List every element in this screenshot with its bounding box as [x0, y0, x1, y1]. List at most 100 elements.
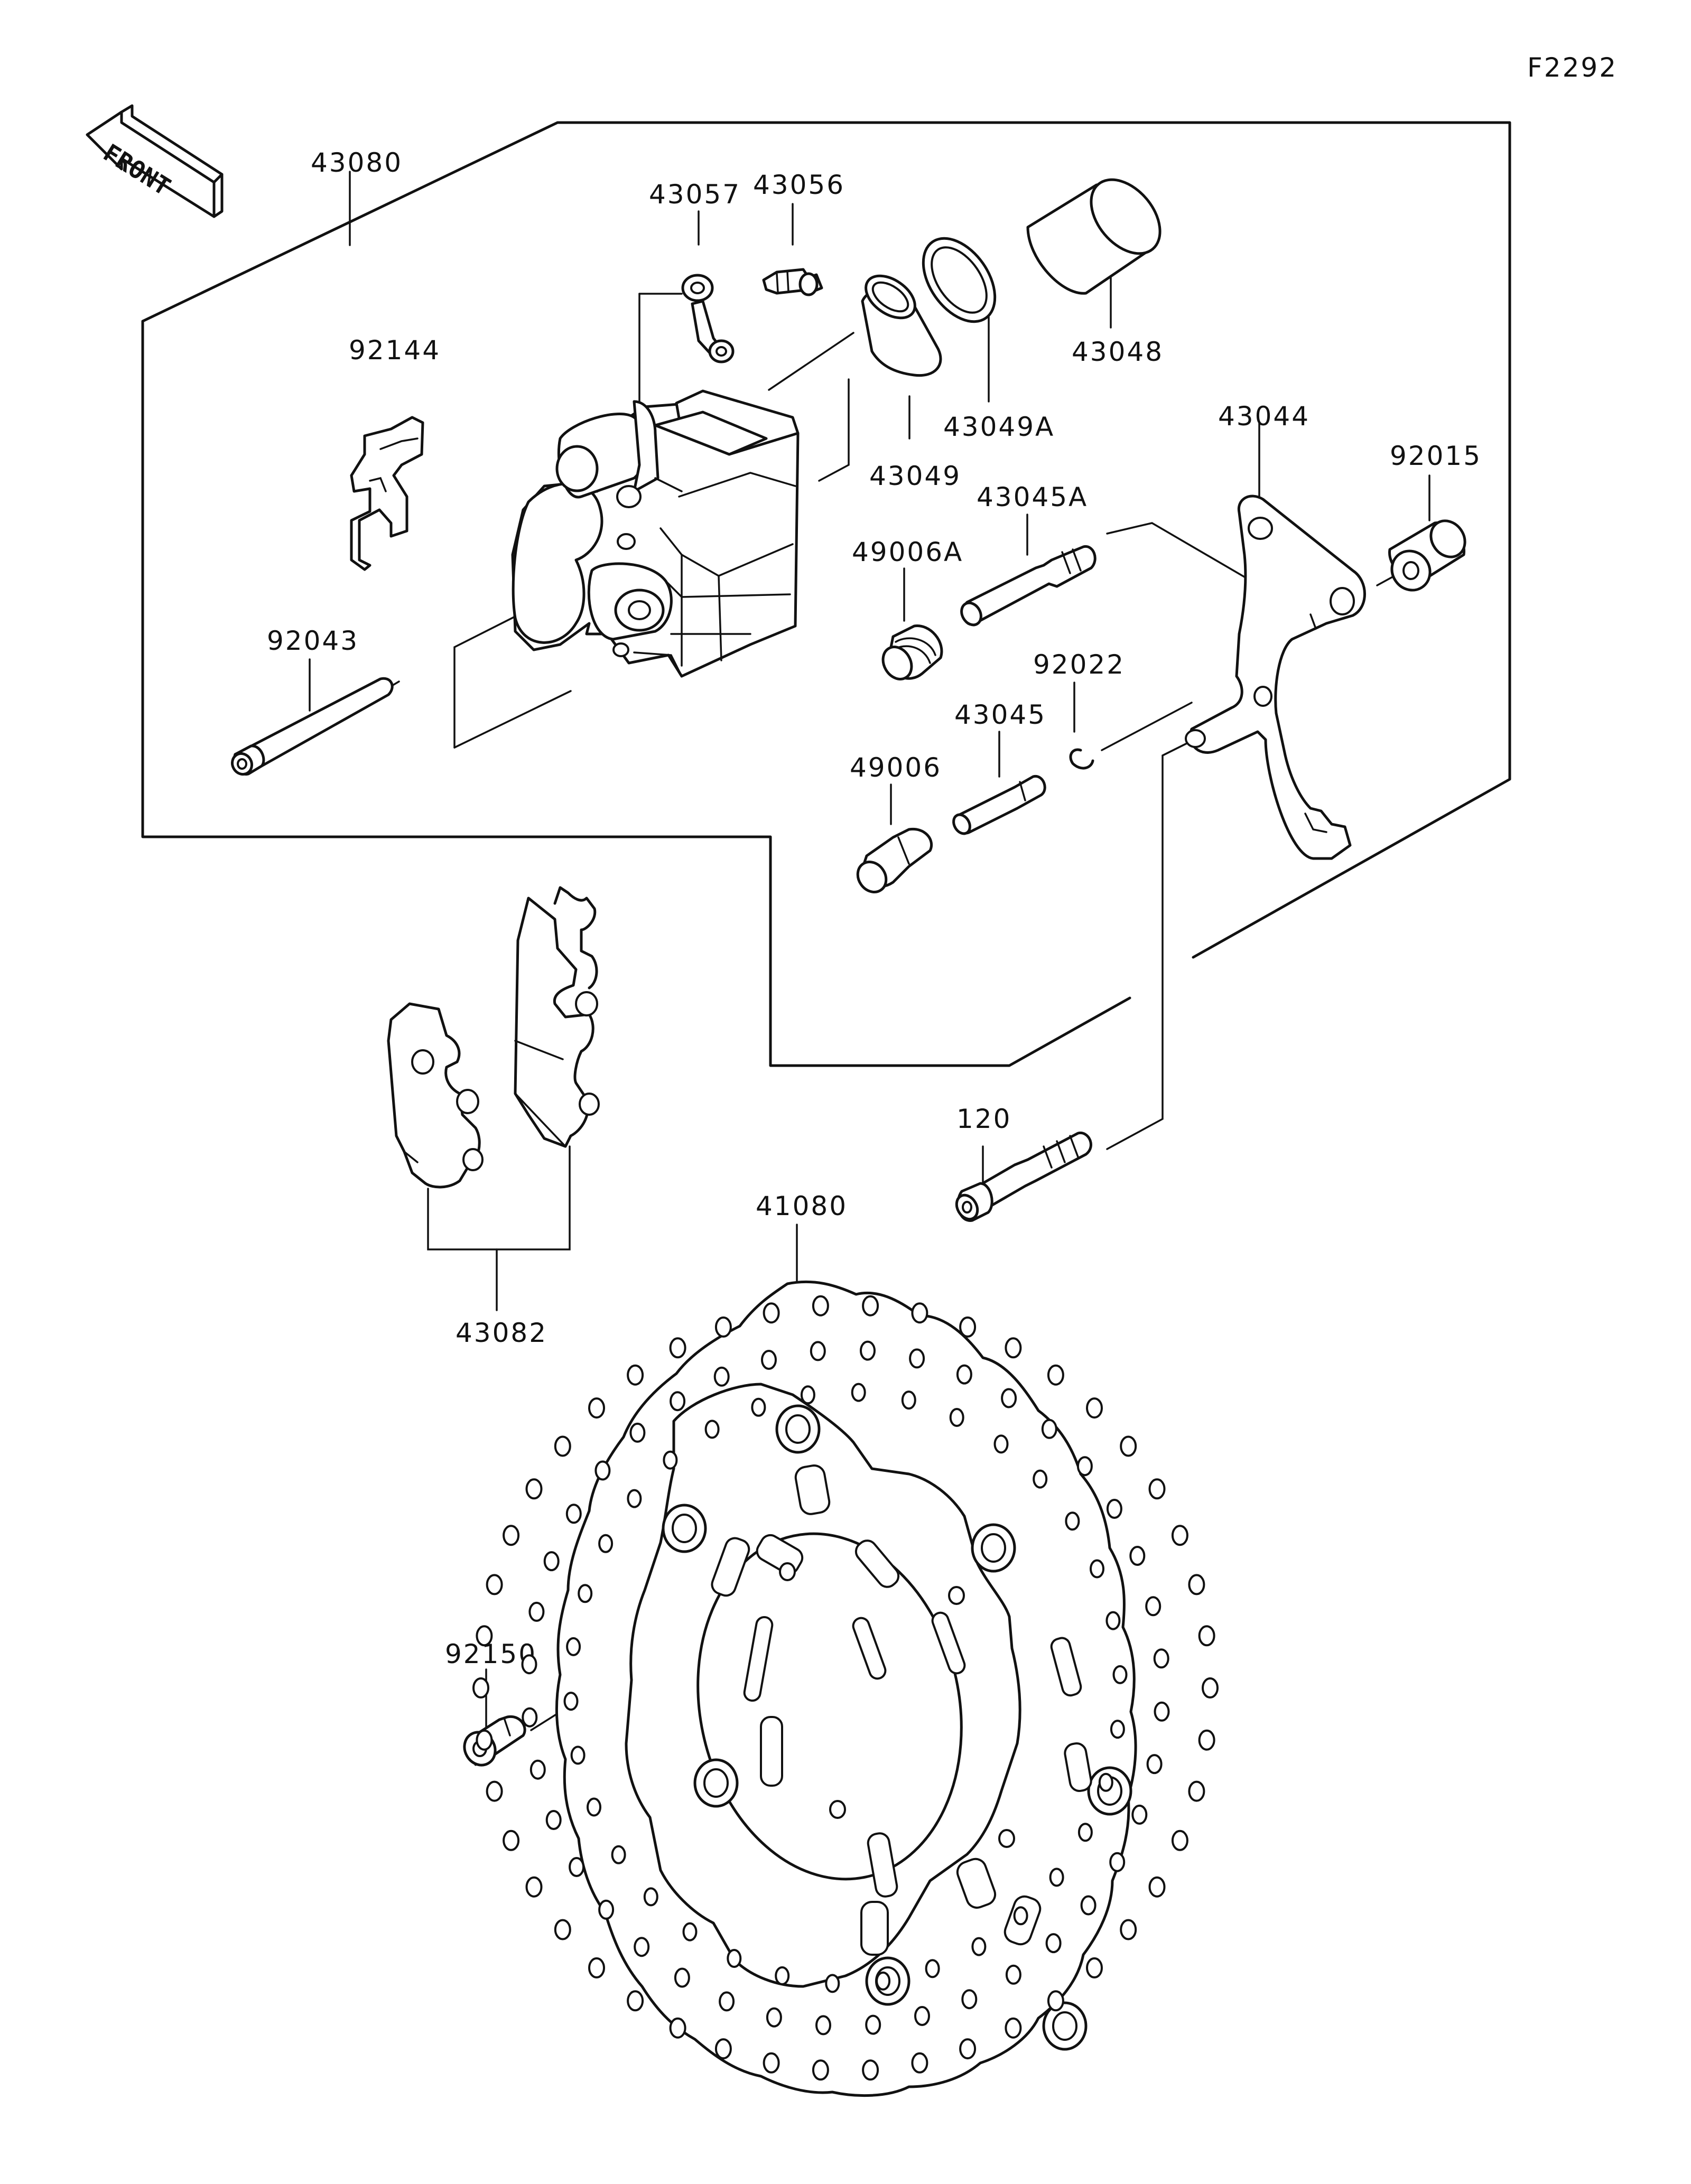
circlip-part [1069, 748, 1094, 770]
label-43045A: 43045A [977, 482, 1088, 512]
disc-bolt-part [463, 1715, 526, 1767]
vent-hole [761, 1350, 777, 1370]
vent-hole [714, 2038, 732, 2060]
vent-hole [719, 1991, 735, 2012]
vent-hole [1109, 1852, 1126, 1872]
brake-disc-part [472, 1280, 1219, 2097]
vent-hole [1188, 1780, 1205, 1802]
vent-hole [961, 1989, 978, 2010]
vent-hole [1198, 1729, 1215, 1751]
vent-hole [800, 1385, 815, 1405]
vent-hole [1047, 1364, 1064, 1386]
vent-hole [503, 1830, 520, 1851]
vent-hole [751, 1397, 766, 1417]
vent-hole [993, 1434, 1009, 1454]
vent-hole [911, 2052, 928, 2074]
vent-hole [1171, 1525, 1188, 1546]
vent-hole [570, 1746, 586, 1765]
label-92015: 92015 [1390, 441, 1482, 471]
vent-hole [598, 1534, 614, 1553]
vent-hole [543, 1551, 560, 1572]
vent-hole [1198, 1625, 1215, 1647]
vent-hole [1112, 1665, 1128, 1684]
vent-hole [522, 1707, 538, 1728]
assembly-outline [141, 121, 1511, 959]
vent-hole [1076, 1456, 1093, 1477]
vent-hole [682, 1922, 698, 1942]
piston-part [1026, 178, 1162, 295]
vent-hole [1045, 1933, 1062, 1954]
vent-hole [812, 1295, 829, 1317]
vent-hole [914, 2006, 930, 2026]
label-120: 120 [956, 1104, 1011, 1134]
vent-hole [594, 1460, 611, 1481]
vent-hole [528, 1601, 545, 1622]
vent-hole [911, 1302, 928, 1324]
caliper-body-part [511, 389, 800, 678]
vent-hole [588, 1397, 605, 1419]
pad-pin-part [230, 677, 394, 776]
label-41080: 41080 [756, 1191, 848, 1221]
vent-hole [1129, 1546, 1146, 1566]
vent-hole [503, 1525, 520, 1546]
vent-hole [810, 1341, 826, 1361]
vent-hole [578, 1584, 593, 1603]
label-43049A: 43049A [943, 412, 1055, 442]
vent-hole [1065, 1511, 1080, 1531]
vent-hole [956, 1364, 972, 1385]
vent-hole [949, 1408, 964, 1427]
vent-hole [1001, 1388, 1017, 1408]
vent-hole [971, 1937, 987, 1956]
assembly-outline-lower [141, 320, 1131, 1067]
vent-hole [529, 1759, 546, 1780]
vent-hole [1080, 1895, 1097, 1916]
vent-hole [959, 1316, 977, 1338]
vent-hole [1086, 1957, 1103, 1978]
vent-hole [1049, 1868, 1064, 1887]
vent-hole [1171, 1830, 1188, 1851]
vent-hole [634, 1937, 650, 1957]
vent-hole [714, 1316, 732, 1338]
disc-vent-holes [472, 1295, 1219, 2081]
vent-hole [1090, 1559, 1104, 1579]
vent-hole [959, 2038, 977, 2060]
vent-hole [1077, 1823, 1093, 1842]
label-92150: 92150 [445, 1639, 537, 1669]
vent-hole [876, 1971, 891, 1991]
vent-hole [1148, 1478, 1166, 1500]
vent-hole [865, 2014, 881, 2035]
vent-hole [545, 1810, 562, 1830]
vent-hole [1013, 1906, 1028, 1926]
vent-hole [763, 2052, 780, 2074]
vent-hole [1146, 1754, 1163, 1775]
label-49006A: 49006A [852, 537, 963, 567]
bleeder-valve-part [762, 268, 823, 296]
vent-hole [1148, 1876, 1166, 1898]
vent-hole [563, 1692, 579, 1711]
vent-hole [862, 2059, 879, 2081]
vent-hole [569, 1857, 585, 1877]
label-43080: 43080 [311, 147, 403, 178]
piston-seal-part [861, 274, 942, 377]
vent-hole [860, 1340, 876, 1361]
boot-part [856, 827, 933, 893]
label-92144: 92144 [349, 335, 441, 366]
vent-hole [472, 1677, 489, 1698]
vent-hole [1005, 1337, 1022, 1359]
vent-hole [627, 1489, 642, 1508]
label-43082: 43082 [456, 1318, 547, 1348]
label-92043: 92043 [267, 626, 359, 656]
label-49006: 49006 [850, 752, 942, 783]
vent-hole [1033, 1469, 1048, 1489]
vent-hole [766, 2007, 782, 2028]
bleeder-cap-part [681, 274, 735, 363]
vent-hole [588, 1957, 605, 1978]
vent-hole [674, 1967, 690, 1988]
vent-hole [1047, 1990, 1064, 2012]
vent-hole [763, 1302, 780, 1324]
slide-pin-part [952, 775, 1046, 835]
vent-hole [476, 1625, 493, 1647]
label-43048: 43048 [1072, 337, 1164, 367]
vent-hole [862, 1295, 879, 1317]
